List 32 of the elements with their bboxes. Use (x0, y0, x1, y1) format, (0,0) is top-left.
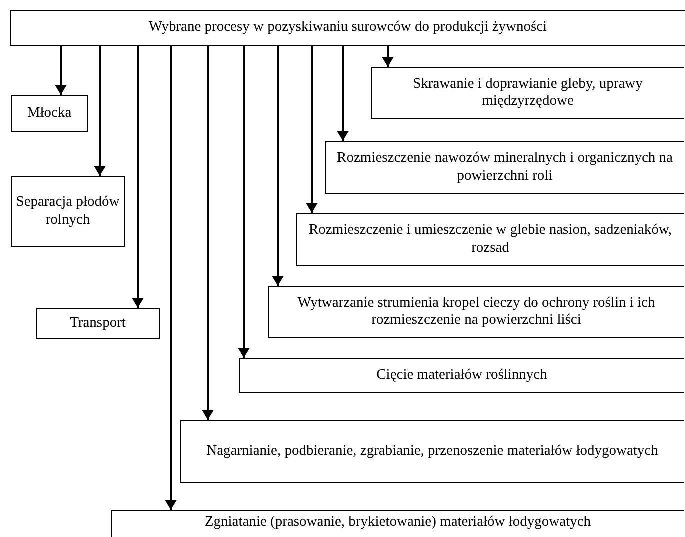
process-box (11, 176, 125, 247)
arrow (165, 46, 177, 510)
arrow (306, 46, 318, 213)
arrow (382, 46, 394, 67)
process-box (296, 213, 684, 266)
process-label: Rozmieszczenie nawozów mineralnych i organicznych na powierzchni roli (336, 150, 674, 185)
process-box (111, 510, 684, 537)
process-label: Separacja płodów rolnych (16, 194, 120, 229)
process-label: Młocka (27, 104, 72, 122)
arrow (238, 46, 250, 358)
arrow (272, 46, 284, 286)
process-label: Rozmieszczenie i umieszczenie w glebie nasion, sadzeniaków, rozsad (308, 222, 674, 257)
arrow (94, 46, 106, 176)
process-label: Zgniatanie (prasowanie, brykietowanie) materiałów łodygowatych (204, 514, 592, 532)
arrow (337, 46, 349, 141)
process-box (325, 141, 684, 194)
arrow (202, 46, 214, 420)
process-box (268, 286, 684, 338)
process-label: Transport (70, 314, 126, 332)
process-label: Cięcie materiałów roślinnych (376, 366, 548, 384)
process-label: Wytwarzanie strumienia kropel cieczy do ochrony roślin i ich rozmieszczenie na powierzchni liści (296, 294, 656, 330)
process-label: Skrawanie i doprawianie gleby, uprawy międzyrzędowe (412, 76, 644, 110)
process-label: Nagarnianie, podbieranie, zgrabianie, przenoszenie materiałów łodygowatych (206, 442, 658, 460)
process-box (180, 420, 684, 483)
arrow (132, 46, 144, 308)
process-box (10, 10, 685, 46)
arrow (55, 46, 67, 95)
process-box (11, 95, 88, 132)
process-box (371, 67, 684, 119)
process-box (239, 358, 684, 393)
process-label: Wybrane procesy w pozyskiwaniu surowców do produkcji żywności (148, 19, 548, 37)
process-box (36, 308, 160, 339)
